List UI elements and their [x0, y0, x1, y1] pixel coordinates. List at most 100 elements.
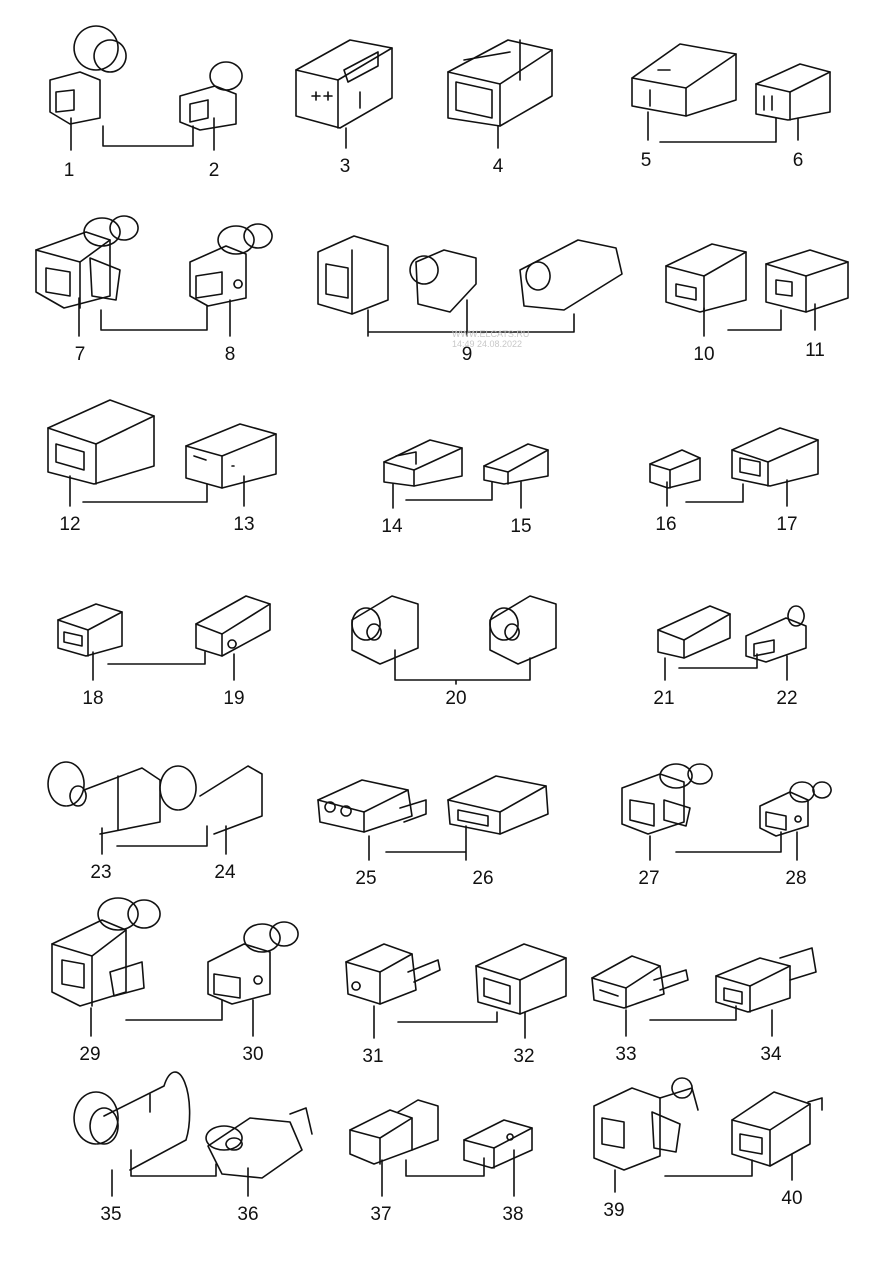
watermark-line-2: 14:49 24.08.2022	[452, 339, 522, 349]
connector-drawing-24	[159, 765, 263, 835]
connector-2-outline	[189, 99, 209, 123]
part-label-19: 19	[223, 688, 244, 709]
part-label-9: 9	[462, 344, 473, 365]
connector-32-outline	[483, 977, 511, 1005]
connector-9-outline	[409, 255, 439, 285]
leader-line-group-10	[666, 479, 788, 507]
connector-1-outline	[73, 25, 119, 71]
connector-drawing-30	[207, 921, 299, 1005]
leader-line-group-11	[92, 651, 235, 681]
connector-28-outline	[789, 781, 832, 803]
connector-29-outline	[97, 897, 161, 931]
connector-27-outline	[663, 799, 691, 827]
part-label-3: 3	[340, 156, 351, 177]
connector-20-outline	[366, 623, 382, 641]
connector-drawing-26	[447, 775, 549, 835]
connector-33-outline	[591, 955, 665, 1009]
connector-10-outline	[665, 243, 747, 313]
connector-40-outline	[739, 1133, 763, 1155]
connector-23-outline	[69, 785, 87, 807]
connector-drawing-5	[631, 43, 737, 117]
connector-23-outline	[47, 761, 85, 807]
part-label-37: 37	[370, 1204, 391, 1225]
connector-7-outline	[45, 267, 71, 297]
connector-13-outline	[193, 455, 235, 467]
leader-line-group-7	[703, 303, 816, 337]
part-label-11: 11	[805, 340, 825, 361]
part-label-5: 5	[641, 150, 652, 171]
connector-1-outline	[93, 39, 127, 73]
part-label-1: 1	[64, 160, 75, 181]
part-label-17: 17	[776, 514, 797, 535]
connector-drawing-39	[593, 1077, 699, 1171]
part-label-2: 2	[209, 160, 220, 181]
leader-line-group-22	[614, 1153, 793, 1193]
part-label-32: 32	[513, 1046, 534, 1067]
part-label-8: 8	[225, 344, 236, 365]
connector-5-outline	[631, 43, 737, 117]
leader-line-group-21	[381, 1149, 515, 1197]
connector-20-outline	[351, 607, 381, 641]
part-label-39: 39	[603, 1200, 624, 1221]
connector-12-outline	[55, 443, 85, 471]
part-label-21: 21	[653, 688, 674, 709]
connector-15-outline	[483, 443, 549, 485]
connector-8-outline	[233, 279, 243, 289]
watermark: WWW.ELCATS.RU 14:49 24.08.2022	[452, 329, 529, 349]
connector-drawing-15	[483, 443, 549, 485]
connector-40-outline	[807, 1097, 823, 1111]
part-label-28: 28	[785, 868, 806, 889]
part-label-30: 30	[242, 1044, 263, 1065]
connector-31-outline	[407, 959, 441, 983]
part-label-38: 38	[502, 1204, 523, 1225]
connector-11-outline	[765, 249, 849, 313]
connector-13-outline	[185, 423, 277, 489]
leader-line-group-20	[111, 1149, 249, 1197]
part-label-25: 25	[355, 868, 376, 889]
connector-21-outline	[657, 605, 731, 659]
connector-4-outline	[447, 39, 553, 127]
connector-drawing-31	[345, 943, 441, 1005]
connector-drawing-36	[205, 1107, 313, 1179]
part-label-16: 16	[655, 514, 676, 535]
leader-lines	[69, 111, 816, 1197]
connector-9-outline	[317, 235, 389, 315]
part-label-18: 18	[82, 688, 103, 709]
connector-9-outline	[519, 239, 623, 311]
connector-20-outline	[489, 595, 557, 665]
connector-drawing-21	[657, 605, 731, 659]
part-label-27: 27	[638, 868, 659, 889]
connector-drawing-35	[73, 1071, 191, 1171]
connector-25-outline	[324, 801, 352, 817]
connector-36-outline	[205, 1125, 243, 1151]
connector-20-outline	[489, 607, 519, 641]
connector-drawing-7	[35, 215, 139, 309]
connector-9-outline	[525, 261, 551, 291]
connector-36-outline	[289, 1107, 313, 1135]
connector-drawing-12	[47, 399, 155, 485]
connector-drawing-40	[731, 1091, 823, 1167]
connector-8-outline	[195, 271, 223, 299]
connector-27-outline	[629, 799, 655, 827]
connector-1-outline	[55, 89, 75, 113]
connector-26-outline	[447, 775, 549, 835]
connector-2-outline	[209, 61, 243, 91]
connector-drawing-32	[475, 943, 567, 1015]
connector-38-outline	[463, 1119, 533, 1169]
connector-drawing-9	[317, 235, 623, 315]
connector-31-outline	[345, 943, 417, 1005]
part-label-26: 26	[472, 868, 493, 889]
connector-11-outline	[775, 279, 793, 297]
part-label-20: 20	[445, 688, 466, 709]
connector-19-outline	[195, 595, 271, 657]
connector-drawing-16	[649, 449, 701, 489]
part-label-15: 15	[510, 516, 531, 537]
connector-38-outline	[506, 1133, 514, 1141]
leader-line-group-16	[649, 831, 798, 861]
connector-drawing-23	[47, 761, 161, 835]
connector-drawing-38	[463, 1119, 533, 1169]
connector-20-outline	[351, 595, 419, 665]
connector-drawing-20	[351, 595, 557, 665]
